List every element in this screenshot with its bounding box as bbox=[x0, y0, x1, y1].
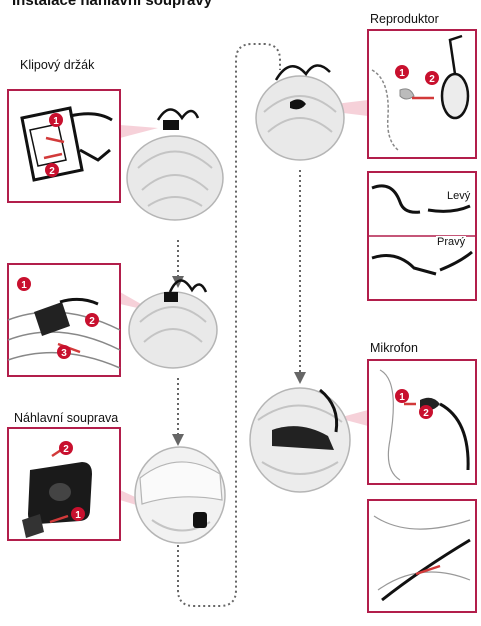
svg-text:1: 1 bbox=[75, 510, 81, 521]
label-right: Pravý bbox=[436, 236, 466, 248]
step-badge: 1 bbox=[395, 389, 409, 403]
label-clip-holder: Klipový držák bbox=[20, 58, 94, 72]
svg-text:1: 1 bbox=[21, 280, 27, 291]
step-badge: 2 bbox=[85, 313, 99, 327]
svg-text:2: 2 bbox=[63, 444, 69, 455]
svg-text:1: 1 bbox=[53, 116, 59, 127]
detail-panel bbox=[368, 500, 476, 612]
label-headset: Náhlavní souprava bbox=[12, 411, 120, 425]
svg-text:2: 2 bbox=[423, 408, 429, 419]
helmet-illustration bbox=[256, 65, 344, 160]
step-badge: 1 bbox=[395, 65, 409, 79]
step-badge: 2 bbox=[59, 441, 73, 455]
page-title: Instalace náhlavní soupravy bbox=[12, 0, 212, 9]
step-badge: 1 bbox=[17, 277, 31, 291]
detail-panel bbox=[368, 360, 476, 484]
helmet-illustration bbox=[127, 109, 223, 220]
svg-text:1: 1 bbox=[399, 68, 405, 79]
step-badge: 1 bbox=[49, 113, 63, 127]
helmet-illustration bbox=[129, 280, 217, 368]
svg-text:3: 3 bbox=[61, 348, 67, 359]
step-badge: 2 bbox=[45, 163, 59, 177]
helmet-illustration bbox=[250, 388, 350, 492]
step-badge: 2 bbox=[425, 71, 439, 85]
step-badge: 1 bbox=[71, 507, 85, 521]
label-speaker: Reproduktor bbox=[370, 12, 439, 26]
svg-text:2: 2 bbox=[89, 316, 95, 327]
step-badge: 3 bbox=[57, 345, 71, 359]
label-microphone: Mikrofon bbox=[370, 341, 418, 355]
svg-text:2: 2 bbox=[49, 166, 55, 177]
label-left: Levý bbox=[446, 190, 471, 202]
helmet-illustration bbox=[135, 447, 225, 543]
svg-text:1: 1 bbox=[399, 392, 405, 403]
detail-panel bbox=[368, 30, 476, 158]
step-badge: 2 bbox=[419, 405, 433, 419]
detail-panel bbox=[8, 90, 120, 202]
svg-text:2: 2 bbox=[429, 74, 435, 85]
